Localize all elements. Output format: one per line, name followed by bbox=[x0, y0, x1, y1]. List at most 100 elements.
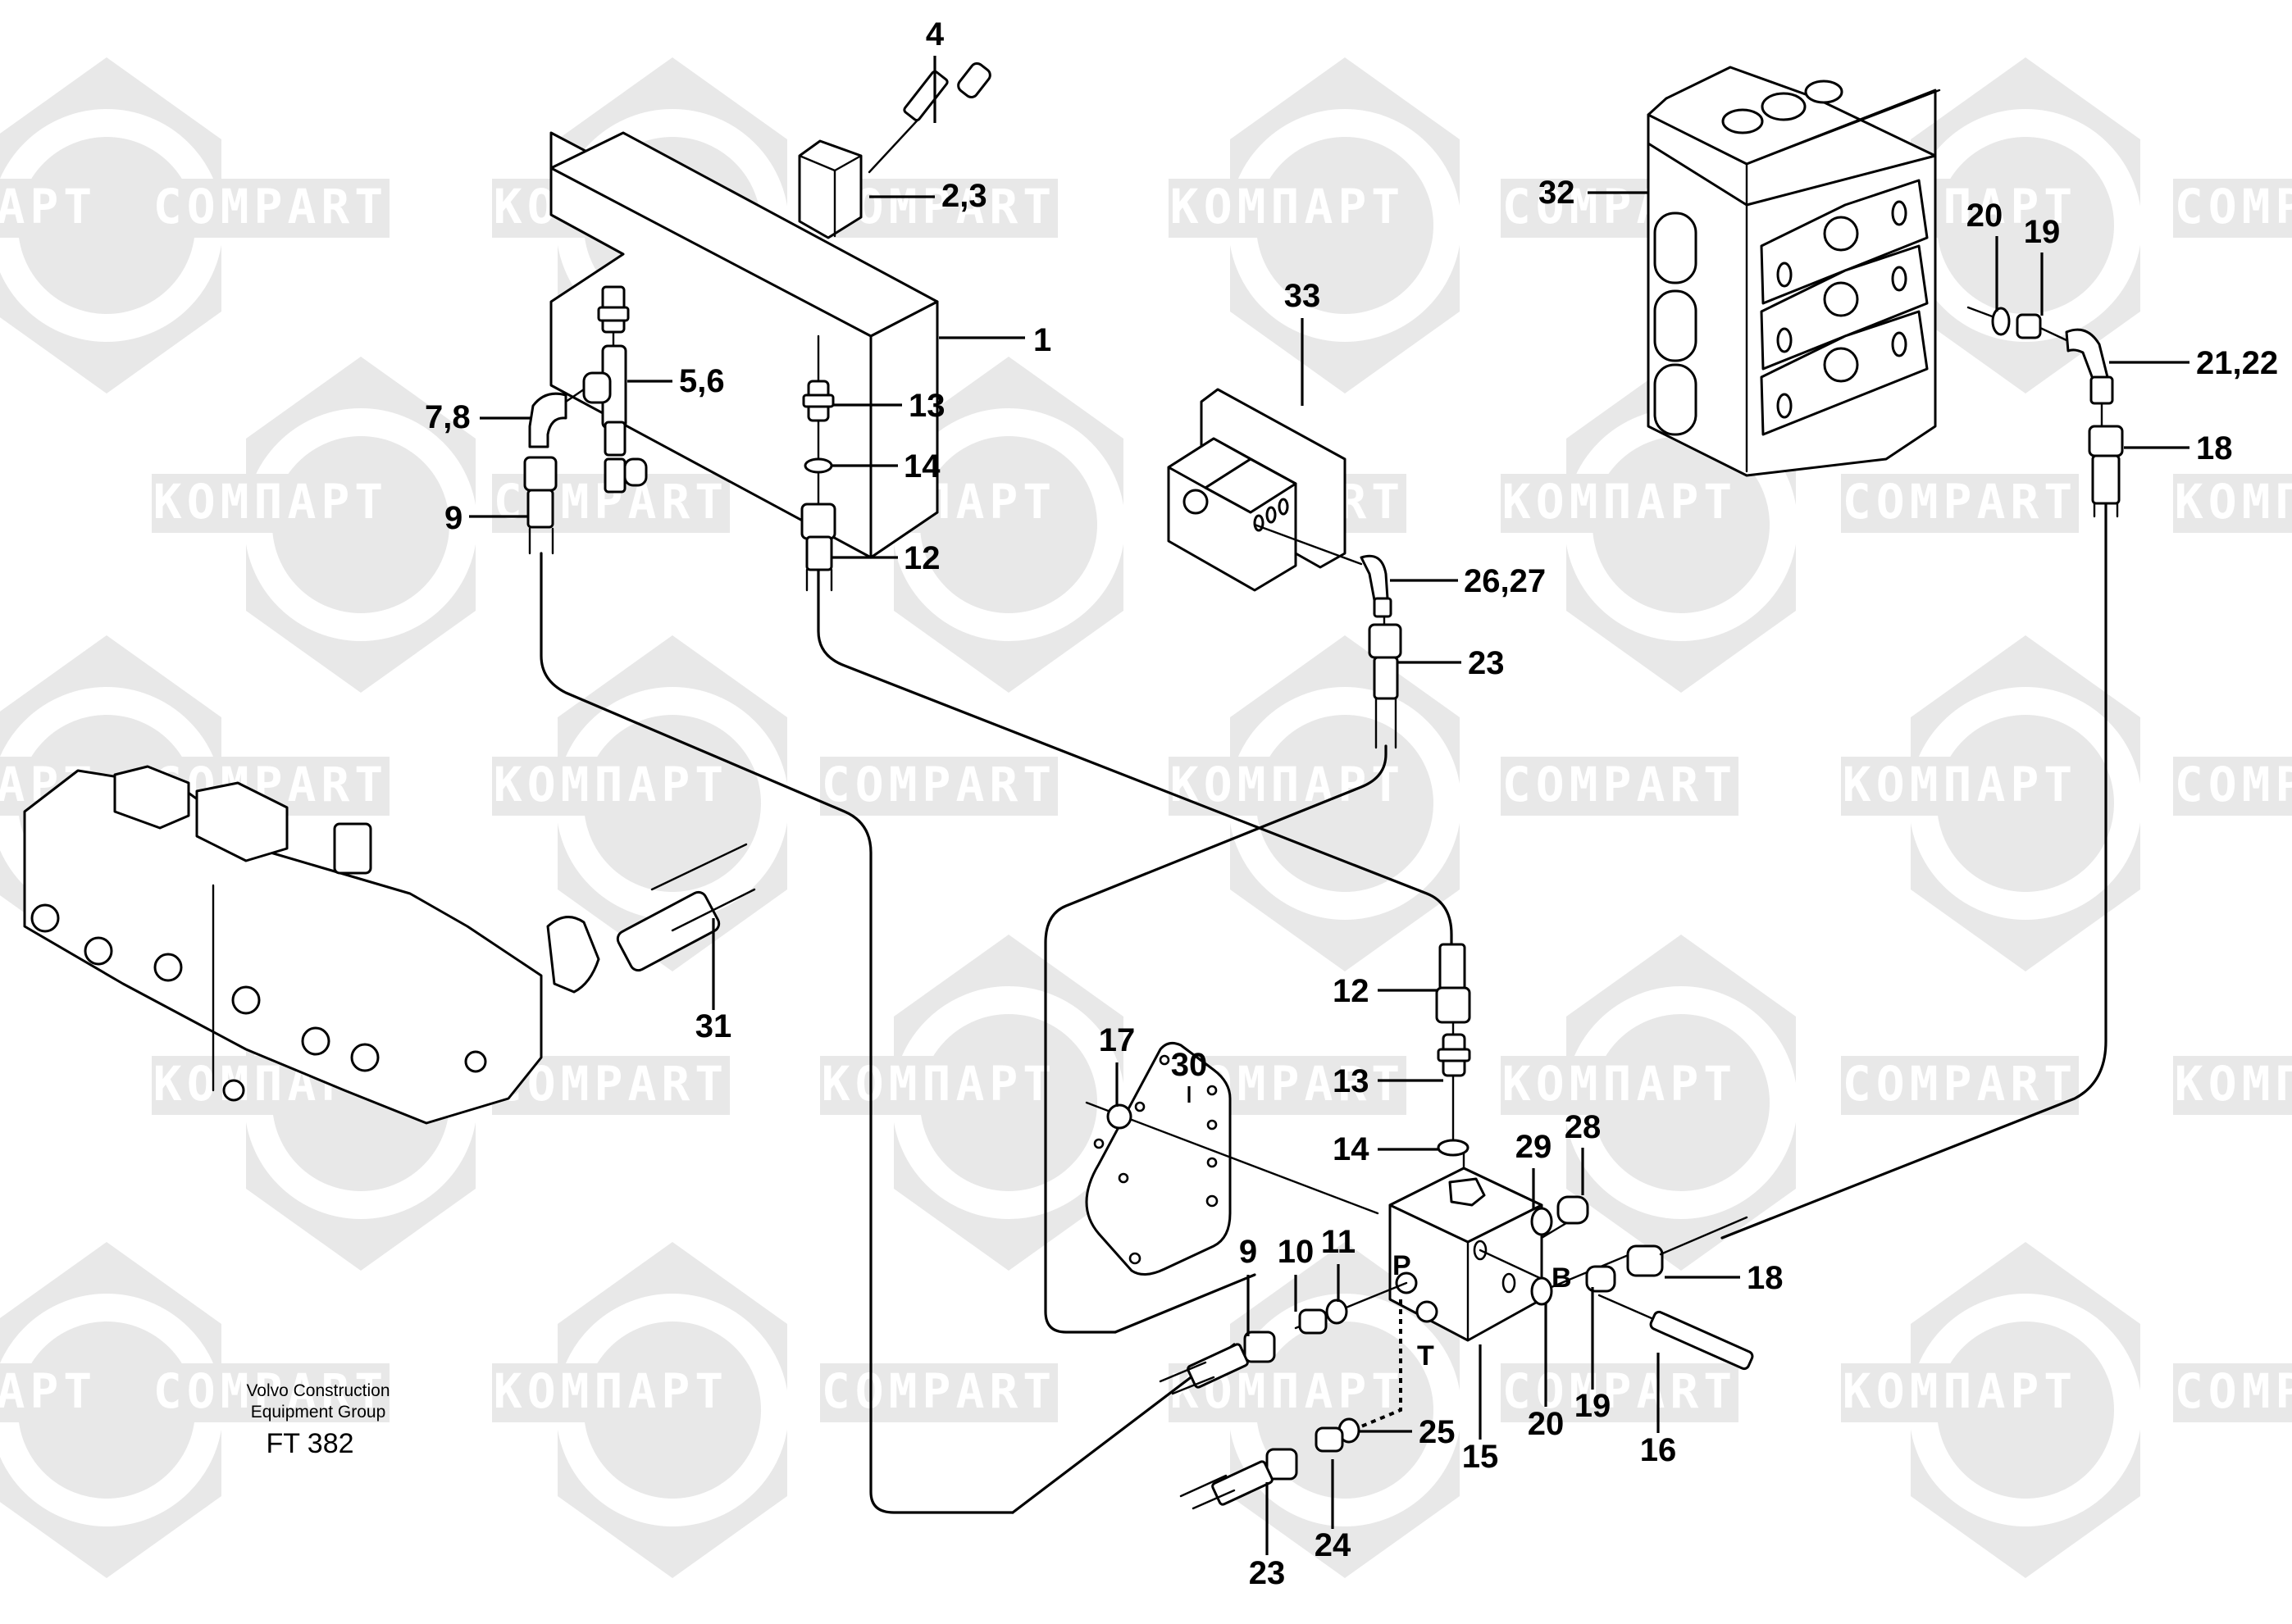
watermark-band bbox=[2173, 1363, 2292, 1422]
callout-label-7-8[interactable]: 7,8 bbox=[425, 399, 471, 435]
watermark-text: КОМПАРТ bbox=[0, 1363, 97, 1419]
part-4-bolt[interactable] bbox=[868, 61, 993, 174]
callout-label-10[interactable]: 10 bbox=[1278, 1234, 1315, 1270]
fittings-9-10-11-lower[interactable] bbox=[1159, 1281, 1408, 1395]
callout-label-14[interactable]: 14 bbox=[1333, 1131, 1369, 1167]
callout-label-18[interactable]: 18 bbox=[1747, 1260, 1784, 1296]
watermark-band bbox=[1501, 757, 1738, 816]
watermark-text: COMPART bbox=[2175, 1363, 2292, 1419]
watermark-band bbox=[0, 1363, 98, 1422]
callout-label-4[interactable]: 4 bbox=[926, 16, 945, 52]
watermark-text: КОМПАРТ bbox=[1502, 474, 1737, 530]
callout-label-25[interactable]: 25 bbox=[1419, 1414, 1456, 1450]
part-31-main-valve[interactable] bbox=[23, 765, 756, 1125]
callout-label-1[interactable]: 1 bbox=[1033, 322, 1051, 358]
fittings-19-20-21-22-18-top[interactable] bbox=[1966, 306, 2124, 518]
callout-label-11[interactable]: 11 bbox=[1321, 1224, 1356, 1260]
watermark-text: COMPART bbox=[153, 1363, 388, 1419]
watermark-text: КОМПАРТ bbox=[2175, 1056, 2292, 1112]
callout-label-28[interactable]: 28 bbox=[1565, 1109, 1602, 1145]
watermark-text: COMPART bbox=[2175, 757, 2292, 812]
fittings-5-6-7-8[interactable] bbox=[528, 285, 648, 494]
fittings-26-27-23[interactable] bbox=[1360, 554, 1402, 749]
watermark-band bbox=[1501, 1363, 1738, 1422]
callout-label-9[interactable]: 9 bbox=[444, 500, 463, 536]
callout-label-21-22[interactable]: 21,22 bbox=[2196, 345, 2278, 381]
callout-label-17[interactable]: 17 bbox=[1099, 1022, 1136, 1058]
callout-label-13[interactable]: 13 bbox=[909, 388, 946, 424]
watermark-band bbox=[2173, 179, 2292, 238]
watermark-band bbox=[1841, 757, 2079, 816]
part-1-valve-block[interactable] bbox=[549, 131, 939, 559]
callout-label-12[interactable]: 12 bbox=[904, 540, 941, 576]
fittings-13-14-12-top[interactable] bbox=[800, 334, 836, 592]
caption-company-line1: Volvo Construction bbox=[246, 1381, 390, 1400]
watermark-text: КОМПАРТ bbox=[2175, 474, 2292, 530]
fittings-16-18-19-20-lower[interactable] bbox=[1530, 1216, 1754, 1371]
callout-label-24[interactable]: 24 bbox=[1315, 1527, 1351, 1563]
watermark-text: КОМПАРТ bbox=[494, 1363, 728, 1419]
hose-23 bbox=[1044, 744, 1388, 1334]
callout-label-26-27[interactable]: 26,27 bbox=[1464, 563, 1546, 599]
watermark-band bbox=[2173, 474, 2292, 533]
watermark-band bbox=[2173, 757, 2292, 816]
watermark-text: КОМПАРТ bbox=[822, 1056, 1056, 1112]
callout-label-12[interactable]: 12 bbox=[1333, 973, 1369, 1009]
watermark-text: КОМПАРТ bbox=[0, 179, 97, 234]
callout-label-31[interactable]: 31 bbox=[695, 1008, 732, 1044]
hose-end-9-top[interactable] bbox=[523, 456, 558, 555]
hose-18 bbox=[1720, 503, 2107, 1240]
callout-label-9[interactable]: 9 bbox=[1239, 1234, 1257, 1270]
callout-label-20[interactable]: 20 bbox=[1528, 1406, 1565, 1442]
watermark-text: КОМПАРТ bbox=[1170, 179, 1405, 234]
watermark-text: COMPART bbox=[1843, 474, 2077, 530]
watermark-text: COMPART bbox=[822, 757, 1056, 812]
callout-label-32[interactable]: 32 bbox=[1538, 175, 1575, 211]
watermark-band bbox=[820, 1056, 1058, 1115]
callout-label-33[interactable]: 33 bbox=[1284, 278, 1321, 314]
callout-label-19[interactable]: 19 bbox=[1574, 1388, 1611, 1424]
callout-label-15[interactable]: 15 bbox=[1462, 1439, 1499, 1475]
callout-label-29[interactable]: 29 bbox=[1515, 1129, 1552, 1165]
fittings-12-13-14-lower[interactable] bbox=[1435, 943, 1471, 1157]
fittings-23-24-25-lower[interactable] bbox=[1179, 1299, 1402, 1510]
callout-label-18[interactable]: 18 bbox=[2196, 430, 2233, 466]
watermark-text: COMPART bbox=[822, 1363, 1056, 1419]
watermark-text: КОМПАРТ bbox=[494, 757, 728, 812]
callout-label-2-3[interactable]: 2,3 bbox=[941, 178, 987, 214]
watermark-band bbox=[2173, 1056, 2292, 1115]
callout-label-20[interactable]: 20 bbox=[1966, 198, 2003, 234]
watermark-band bbox=[1841, 474, 2079, 533]
port-label-p: P bbox=[1392, 1250, 1411, 1281]
part-32-control-valve[interactable] bbox=[1647, 66, 1941, 477]
callout-label-23[interactable]: 23 bbox=[1468, 645, 1505, 681]
callout-label-14[interactable]: 14 bbox=[904, 448, 941, 484]
watermark-band bbox=[1169, 179, 1406, 238]
watermark-band bbox=[152, 474, 390, 533]
watermark-band bbox=[1841, 1056, 2079, 1115]
watermark-band bbox=[492, 757, 730, 816]
callout-label-23[interactable]: 23 bbox=[1249, 1555, 1286, 1591]
watermark-text: КОМПАРТ bbox=[153, 474, 388, 530]
part-33-solenoid[interactable] bbox=[1167, 388, 1363, 592]
part-17-nut[interactable] bbox=[1085, 1101, 1379, 1215]
port-label-t: T bbox=[1417, 1340, 1434, 1372]
hose-12 bbox=[817, 552, 1453, 961]
watermark-layer: КОМПАРТ COMPART КОМПАРТ COMPART КОМПАРТ COMPA… bbox=[0, 57, 2292, 1578]
part-15-valve-block[interactable] bbox=[1388, 1142, 1543, 1342]
hose-23-end bbox=[1114, 1273, 1256, 1334]
callout-label-5-6[interactable]: 5,6 bbox=[679, 363, 725, 399]
port-label-b: B bbox=[1552, 1262, 1572, 1294]
watermark-text: COMPART bbox=[2175, 179, 2292, 234]
watermark-band bbox=[820, 757, 1058, 816]
callout-label-30[interactable]: 30 bbox=[1171, 1047, 1208, 1083]
callout-label-13[interactable]: 13 bbox=[1333, 1063, 1369, 1099]
watermark-text: КОМПАРТ bbox=[1502, 1056, 1737, 1112]
callout-label-19[interactable]: 19 bbox=[2024, 214, 2061, 250]
watermark-text: COMPART bbox=[153, 179, 388, 234]
callout-label-16[interactable]: 16 bbox=[1640, 1432, 1677, 1468]
watermark-text: COMPART bbox=[1502, 1363, 1737, 1419]
part-30-cover-plate[interactable] bbox=[1085, 1041, 1232, 1276]
fittings-28-29[interactable] bbox=[1530, 1195, 1589, 1240]
